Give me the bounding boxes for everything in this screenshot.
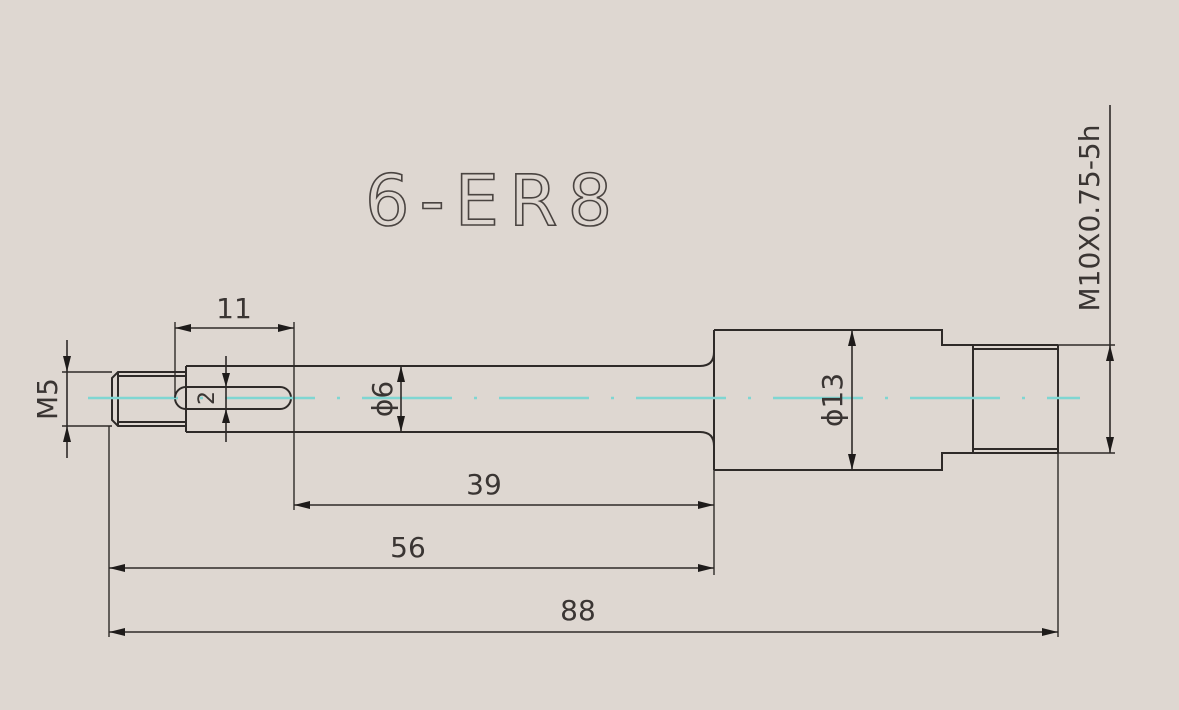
dim-body-diameter: ϕ13 [816,330,856,470]
dim-slot-width: 2 [195,356,230,442]
label-m10-thread: M10X0.75-5h [1073,125,1106,312]
dim-shaft-length: 39 [294,468,715,575]
label-shaft-diameter: ϕ6 [366,381,399,417]
label-slot-length: 11 [216,292,252,325]
dim-slot-length: 11 [174,292,295,510]
label-m5: M5 [31,378,64,420]
label-length-to-body: 56 [390,531,426,564]
label-shaft-length: 39 [466,468,502,501]
label-overall-length: 88 [560,594,596,627]
dim-m10-thread: M10X0.75-5h [1058,105,1115,454]
dim-length-to-body: 56 [108,426,714,637]
part-outline [111,329,1059,471]
dim-shaft-diameter: ϕ6 [366,366,405,432]
dim-overall-length: 88 [109,453,1059,637]
label-slot-width: 2 [195,391,220,405]
dim-m5: M5 [31,340,112,458]
drawing-title: 6-ER8 [365,160,622,242]
label-body-diameter: ϕ13 [816,373,849,427]
